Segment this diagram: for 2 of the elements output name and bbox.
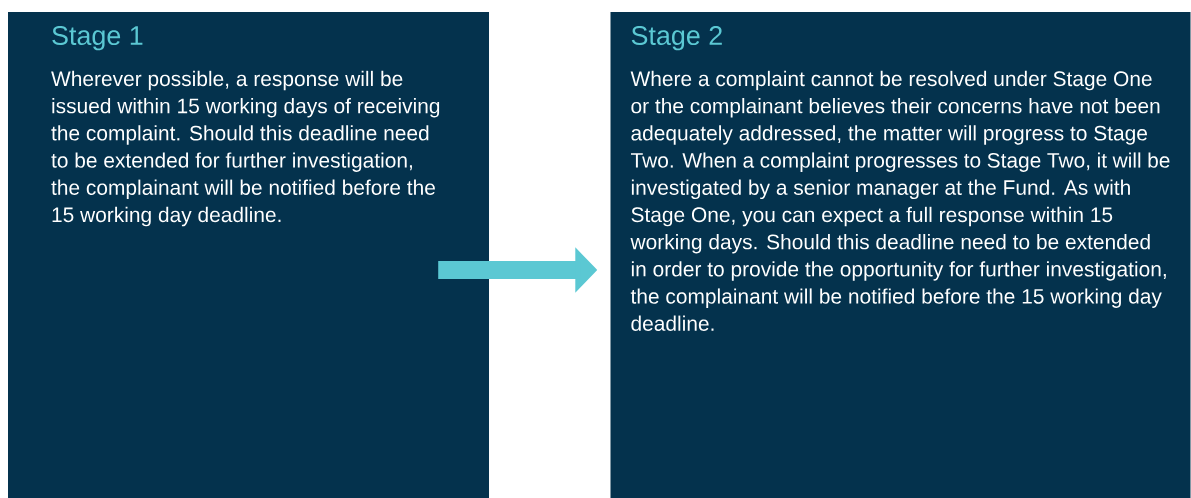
stage-box: Stage 1 Wherever possible, a response will be issued within 15 working days of receiving the complaint. Should this deadline need to be extended for further investigation, the complainant will be notified before the 15 working day deadline. xyxy=(8,12,489,498)
stage-box: Stage 2 Where a complaint cannot be resolved under Stage One or the complainant believes their concerns have not been adequately addressed, the matter will progress to Stage Two. When a complaint progresses to Stage Two, it will be investigated by a senior manager at the Fund. As with Stage One, you can expect a full response within 15 working days. Should this deadline need to be extended in order to provide the opportunity for further investigation, the complainant will be notified before the 15 working day deadline. xyxy=(610,12,1191,498)
